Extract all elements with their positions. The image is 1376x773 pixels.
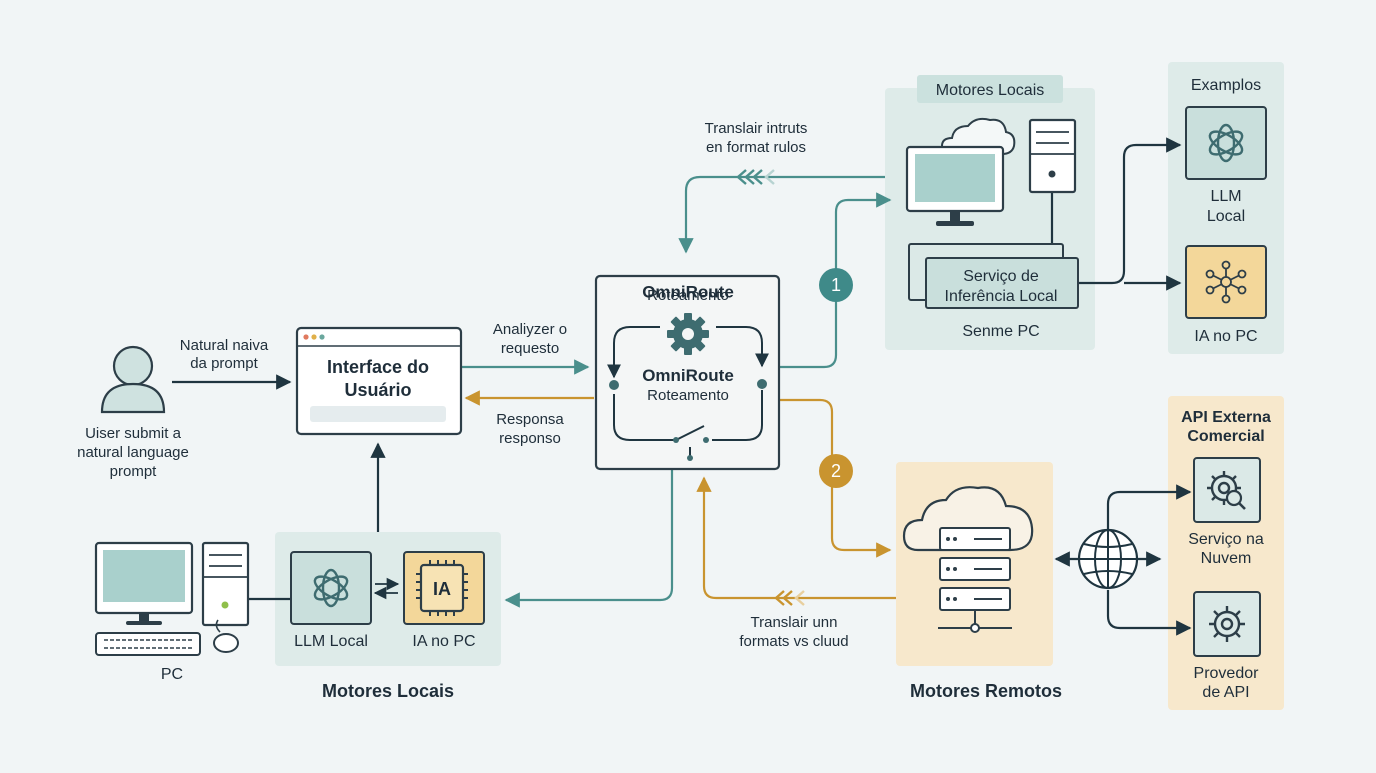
chip-label: IA: [433, 579, 451, 599]
gear-icon: [667, 313, 709, 355]
local-engines-title-tag: [917, 75, 1063, 103]
router-inner-subtitle: Roteamento: [647, 387, 729, 404]
bottom-ia-pc: IA: [403, 551, 485, 625]
local-engines-title: Motores Locais: [936, 82, 1045, 99]
local-engines-caption: Senme PC: [962, 323, 1039, 340]
server-icon: [938, 527, 1012, 633]
keyboard-icon: [95, 632, 201, 656]
neural-network-icon: [1205, 260, 1247, 304]
natural-prompt-label-1: Natural naiva: [180, 337, 269, 354]
inference-service-line-1: Serviço de: [963, 268, 1039, 285]
pc-tower-icon: [201, 541, 250, 627]
api-cloud-label-1: Serviço na: [1188, 531, 1264, 548]
inference-service-box: [908, 243, 1079, 309]
ui-title-line-1: Interface do: [327, 357, 429, 377]
analyze-label-1: Analiyzer o: [493, 321, 567, 338]
user-caption-line-2: natural language: [77, 444, 189, 461]
example-llm-label-2: Local: [1207, 208, 1245, 225]
path-badge-2: 2: [819, 454, 853, 488]
example-ia-pc: [1185, 245, 1267, 319]
inference-service-line-2: Inferência Local: [945, 288, 1058, 305]
path-badge-1: 1: [819, 268, 853, 302]
router-box: [594, 274, 781, 471]
example-ia-label: IA no PC: [1194, 328, 1257, 345]
bottom-llm-label: LLM Local: [294, 633, 368, 650]
pc-label: PC: [161, 666, 183, 683]
api-title-line-1: API Externa: [1181, 409, 1271, 426]
response-label-2: responso: [499, 430, 561, 447]
mouse-icon: [213, 619, 239, 653]
api-provider: [1193, 591, 1261, 657]
natural-prompt-label-2: da prompt: [190, 355, 258, 372]
ui-window: [295, 326, 463, 436]
user-caption-line-3: prompt: [110, 463, 158, 480]
bottom-ia-label: IA no PC: [412, 633, 475, 650]
bottom-llm-local: [290, 551, 372, 625]
api-cloud-service: [1193, 457, 1261, 523]
translate-bottom-label-2: formats vs cluud: [739, 633, 848, 650]
badge-1-label: 1: [831, 275, 841, 295]
badge-2-label: 2: [831, 461, 841, 481]
example-llm-label-1: LLM: [1210, 188, 1241, 205]
router-inner-title: OmniRoute: [642, 366, 734, 385]
api-title-line-2: Comercial: [1187, 428, 1264, 445]
monitor-icon: [905, 145, 1005, 226]
tower-icon: [1028, 118, 1077, 194]
bottom-local-title: Motores Locais: [322, 681, 454, 701]
api-cloud-label-2: Nuvem: [1201, 550, 1252, 567]
swap-arrows-icon: [373, 577, 400, 600]
openai-knot-icon: [313, 568, 349, 608]
api-provider-label-2: de API: [1202, 684, 1249, 701]
router-title: OmniRoute: [642, 283, 734, 302]
openai-knot-icon: [1208, 123, 1244, 163]
analyze-label-2: requesto: [501, 340, 559, 357]
user-caption-line-1: Uiser submit a: [85, 425, 182, 442]
pc-monitor-icon: [94, 541, 194, 625]
chip-icon: IA: [416, 560, 468, 616]
cloud-icon: [940, 117, 1016, 155]
switch-icon: [673, 425, 709, 461]
ui-title-line-2: Usuário: [344, 380, 411, 400]
user-icon: [100, 345, 166, 414]
gear-icon: [1209, 606, 1245, 642]
translate-top-label-1: Translair intruts: [705, 120, 808, 137]
gear-search-icon: [1207, 471, 1246, 510]
window-dot-red-icon: [303, 334, 309, 340]
window-dot-yellow-icon: [311, 334, 317, 340]
examples-title: Examplos: [1191, 77, 1261, 94]
translate-top-label-2: en format rulos: [706, 139, 806, 156]
example-llm-local: [1185, 106, 1267, 180]
api-provider-label-1: Provedor: [1194, 665, 1260, 682]
translate-bottom-label-1: Translair unn: [751, 614, 838, 631]
remote-engines-title: Motores Remotos: [910, 681, 1062, 701]
globe-icon: [1077, 528, 1139, 590]
router-subtitle: Roteamento: [647, 287, 729, 304]
window-dot-green-icon: [319, 334, 325, 340]
response-label-1: Responsa: [496, 411, 564, 428]
